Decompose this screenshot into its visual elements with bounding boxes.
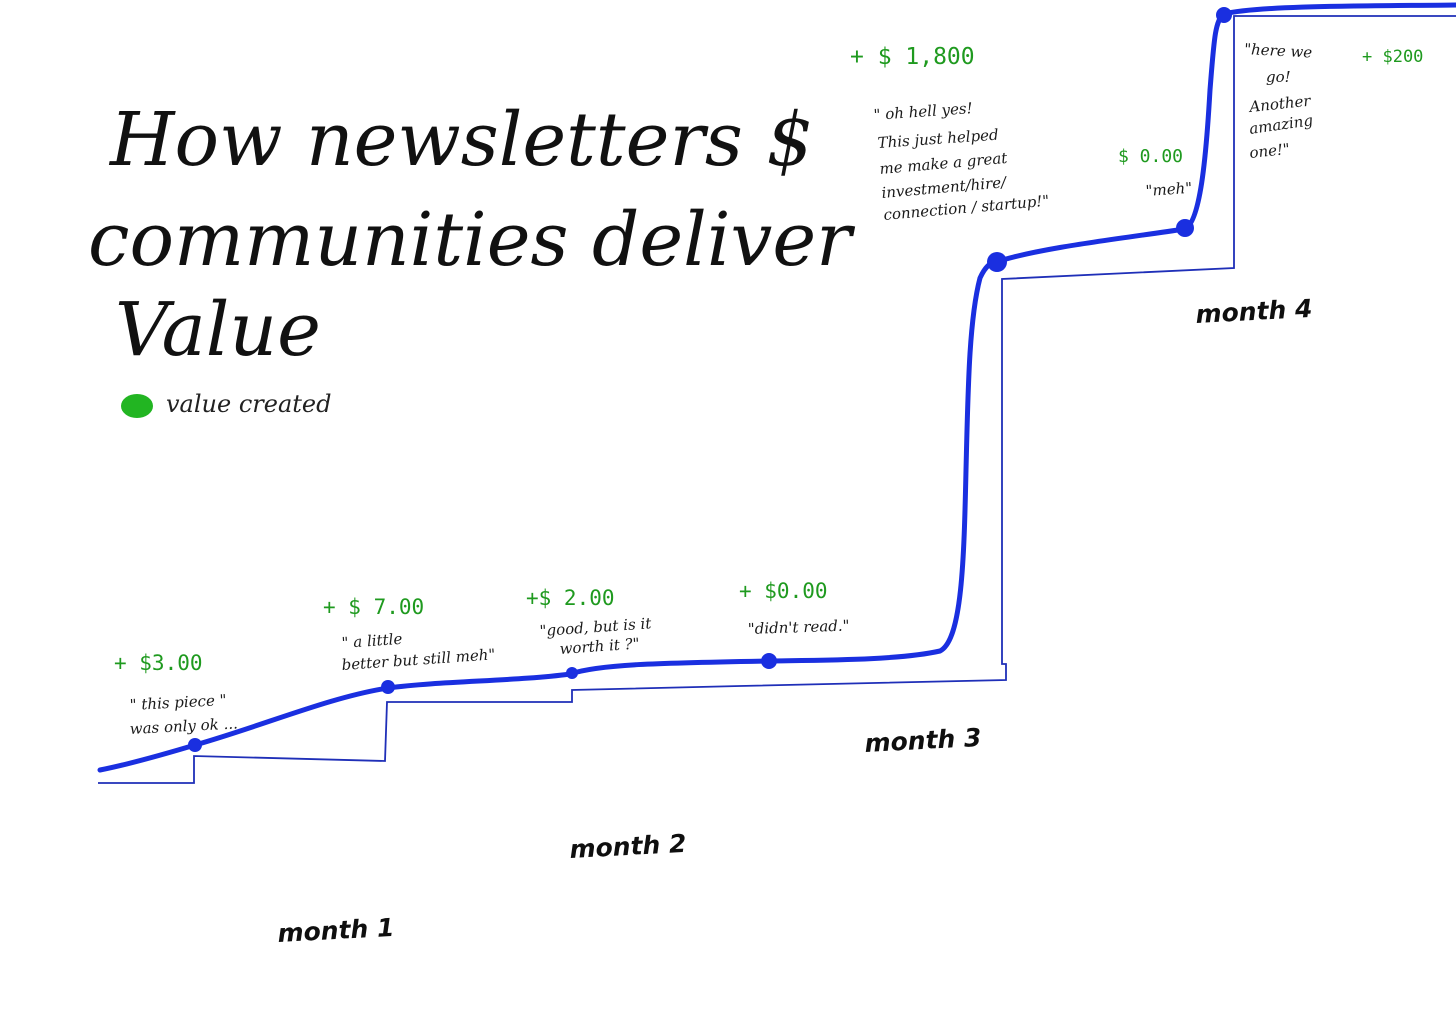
quote-line: This just helped bbox=[877, 126, 999, 152]
step-baseline bbox=[98, 15, 1456, 784]
month-label-2: month 2 bbox=[569, 829, 687, 864]
quote-line: amazing bbox=[1248, 111, 1314, 138]
value-amount: + $ 1,800 bbox=[850, 44, 975, 70]
curve-points bbox=[188, 7, 1232, 752]
quote-line: " oh hell yes! bbox=[873, 99, 973, 124]
annotation-1: + $3.00 " this piece " was only ok ... bbox=[114, 651, 238, 738]
value-amount: + $3.00 bbox=[114, 651, 203, 675]
annotation-3: +$ 2.00 "good, but is it worth it ?" bbox=[526, 586, 653, 658]
quote-line: worth it ?" bbox=[559, 634, 640, 658]
curve-point bbox=[381, 680, 395, 694]
quote-line: " a little bbox=[341, 630, 403, 652]
quote-line: "meh" bbox=[1145, 179, 1193, 200]
title-line-3: Value bbox=[115, 287, 321, 373]
month-label-1: month 1 bbox=[277, 913, 395, 948]
quote-line: "didn't read." bbox=[748, 616, 850, 638]
title-line-1: How newsletters $ bbox=[108, 97, 813, 183]
title-line-2: communities deliver bbox=[88, 197, 856, 283]
legend-swatch bbox=[121, 394, 153, 418]
curve-point bbox=[761, 653, 777, 669]
value-amount: $ 0.00 bbox=[1118, 146, 1183, 167]
quote-line: was only ok ... bbox=[129, 714, 238, 738]
quote-line: go! bbox=[1266, 68, 1291, 86]
curve-point bbox=[1176, 219, 1194, 237]
value-amount: + $0.00 bbox=[739, 579, 828, 603]
annotation-7: + $200 "here we go! Another amazing one!… bbox=[1244, 40, 1424, 162]
curve-point bbox=[987, 252, 1007, 272]
quote-line: " this piece " bbox=[129, 691, 227, 714]
annotation-6: $ 0.00 "meh" bbox=[1118, 146, 1193, 200]
month-label-3: month 3 bbox=[864, 723, 982, 758]
month-labels: month 1 month 2 month 3 month 4 bbox=[277, 294, 1313, 948]
diagram-title: How newsletters $ communities deliver Va… bbox=[88, 97, 856, 373]
curve-point bbox=[188, 738, 202, 752]
quote-line: one!" bbox=[1249, 140, 1291, 162]
legend: value created bbox=[121, 390, 331, 418]
value-amount: + $ 7.00 bbox=[323, 595, 424, 619]
annotation-2: + $ 7.00 " a little better but still meh… bbox=[323, 595, 496, 674]
month-label-4: month 4 bbox=[1195, 294, 1313, 329]
legend-label: value created bbox=[166, 390, 331, 418]
curve-point bbox=[566, 667, 578, 679]
value-amount: + $200 bbox=[1362, 47, 1423, 67]
value-amount: +$ 2.00 bbox=[526, 586, 615, 610]
quote-line: "here we bbox=[1244, 40, 1313, 62]
annotation-5: + $ 1,800 " oh hell yes! This just helpe… bbox=[850, 44, 1050, 224]
curve-point bbox=[1216, 7, 1232, 23]
annotation-4: + $0.00 "didn't read." bbox=[739, 579, 850, 638]
